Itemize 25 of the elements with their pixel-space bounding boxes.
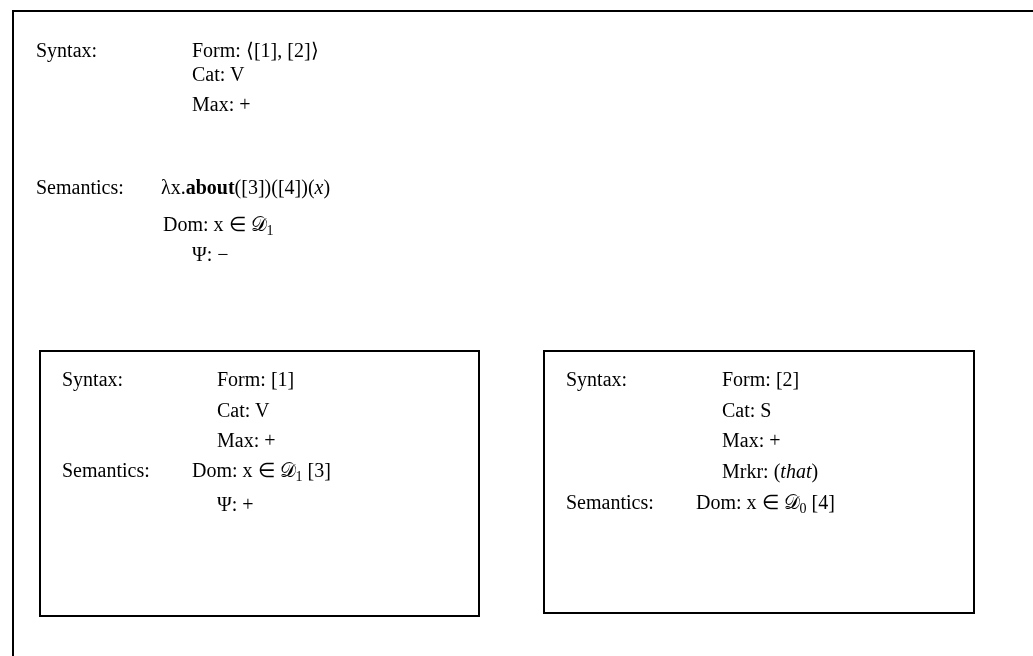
feature-value: Cat: V xyxy=(217,398,270,422)
section-label: Semantics: xyxy=(36,175,124,199)
feature-value: Max: + xyxy=(217,428,276,452)
section-label: Syntax: xyxy=(62,367,124,391)
section-label: Semantics: xyxy=(566,490,654,514)
section-label: Syntax: xyxy=(36,38,98,62)
feature-value: Dom: x ∈ 𝒟$_{1}$ [3] xyxy=(192,458,331,482)
feature-value: Ψ: + xyxy=(217,492,254,516)
feature-value: Form: [2] xyxy=(722,367,800,391)
section-label: Semantics: xyxy=(62,458,150,482)
feature-value: Max: + xyxy=(722,428,781,452)
feature-value: Mrkr: (that) xyxy=(722,459,819,483)
feature-value: Dom: x ∈ 𝒟$_{0}$ [4] xyxy=(696,490,835,514)
feature-value: λx.about([3])([4])(x) xyxy=(161,175,331,199)
feature-value: Form: ⟨[1], [2]⟩ xyxy=(192,38,319,62)
feature-box xyxy=(39,350,480,617)
feature-value: Ψ: − xyxy=(192,242,229,266)
matrix-frame xyxy=(12,10,1033,656)
feature-value: Form: [1] xyxy=(217,367,295,391)
section-label: Syntax: xyxy=(566,367,628,391)
feature-value: Max: + xyxy=(192,92,251,116)
feature-value: Cat: S xyxy=(722,398,772,422)
feature-value: Cat: V xyxy=(192,62,245,86)
feature-value: Dom: x ∈ 𝒟$_{1}$ xyxy=(163,212,274,236)
feature-box xyxy=(543,350,975,614)
